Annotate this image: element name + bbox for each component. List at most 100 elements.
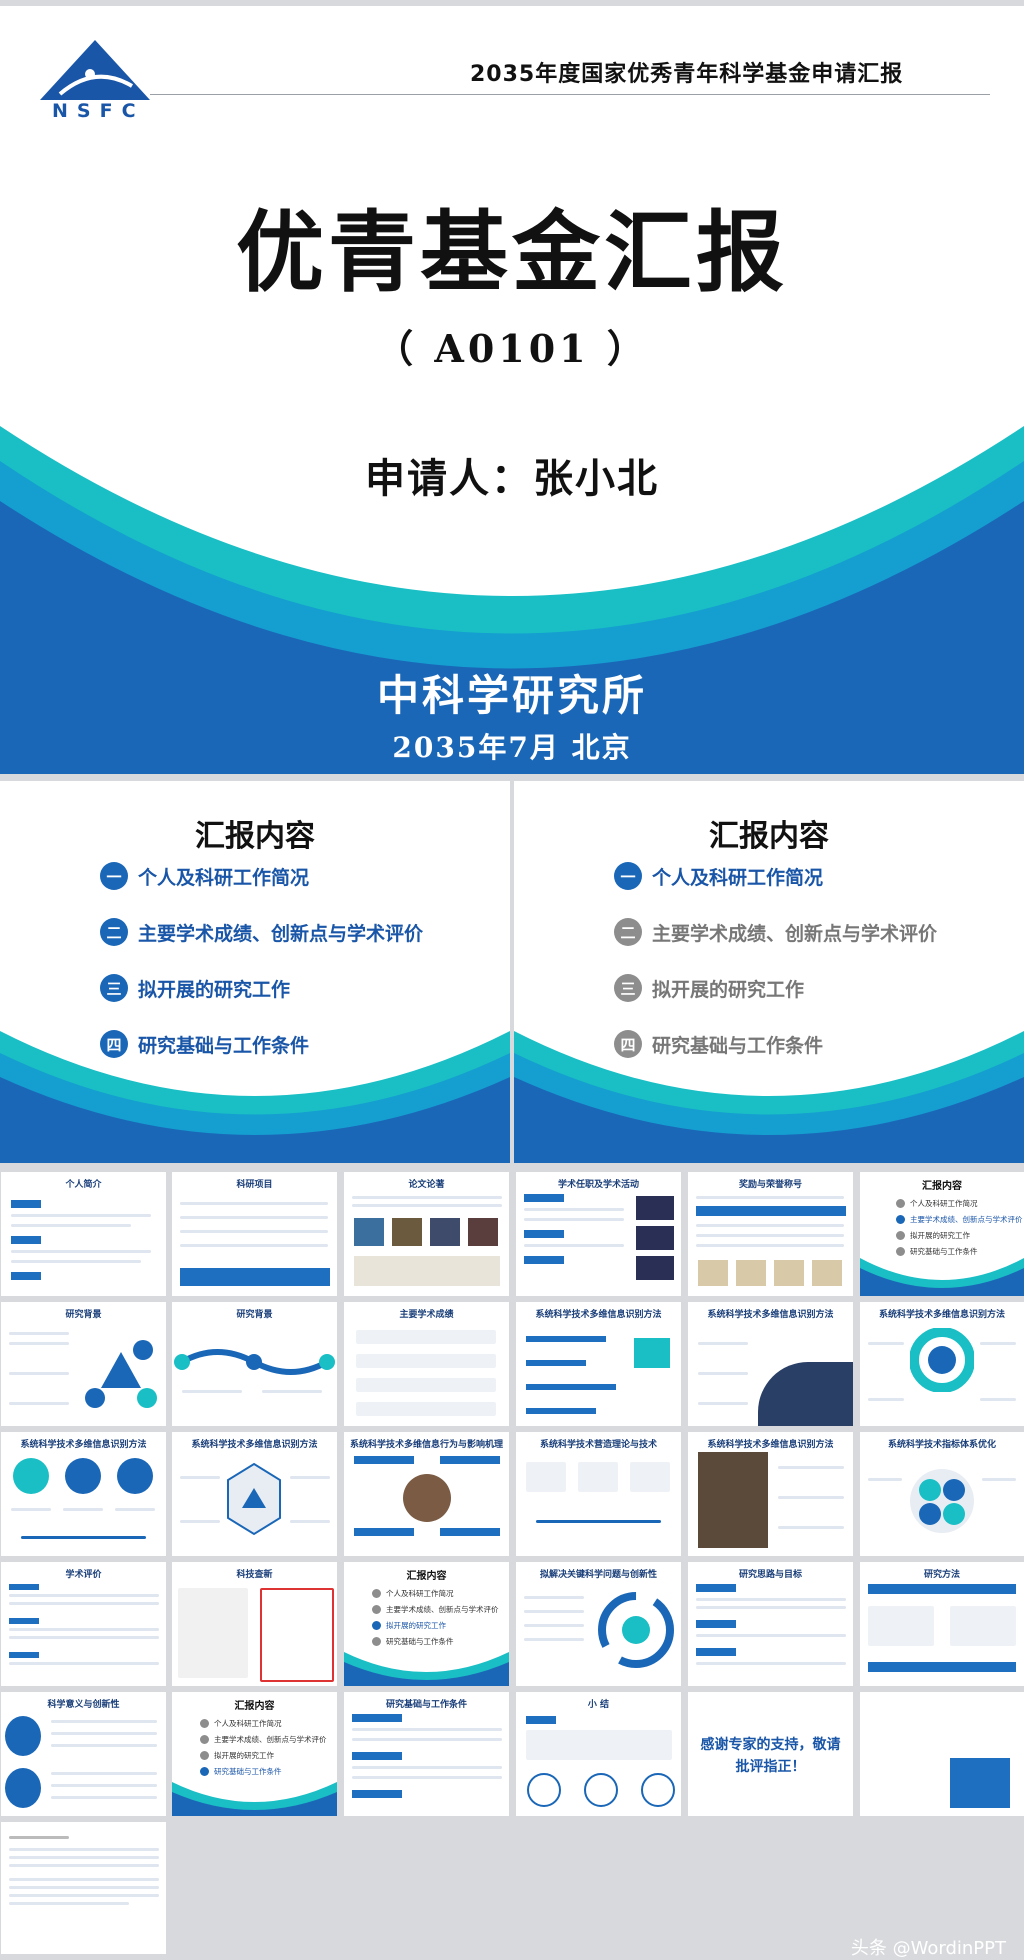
thumb-title: 汇报内容 [406, 1571, 447, 1582]
thumb-title: 主要学术成绩 [399, 1310, 454, 1320]
number-badge: 一 [100, 862, 128, 890]
logo-text: NSFC [52, 100, 145, 122]
number-badge: 二 [614, 918, 642, 946]
thumb-slide[interactable]: 学术任职及学术活动 [516, 1172, 681, 1296]
cover-background [0, 426, 1024, 774]
agenda-wave-2 [514, 1031, 1024, 1163]
thumb-slide[interactable]: 研究思路与目标 [688, 1562, 853, 1686]
thumb-title: 小 结 [587, 1700, 610, 1710]
agenda-slide-active: 汇报内容 一 个人及科研工作简况 二 主要学术成绩、创新点与学术评价 三 拟开展… [0, 781, 510, 1163]
thumb-slide[interactable]: 研究方法 [860, 1562, 1024, 1686]
thumb-title: 系统科学技术多维信息识别方法 [707, 1440, 834, 1450]
thumb-title: 研究基础与工作条件 [385, 1700, 467, 1710]
thumb-slide[interactable]: 系统科学技术多维信息识别方法 [688, 1302, 853, 1426]
thumb-title: 学术任职及学术活动 [557, 1180, 639, 1190]
thumb-slide[interactable]: 研究基础与工作条件 [344, 1692, 509, 1816]
agenda-item-label: 个人及科研工作简况 [138, 866, 310, 889]
thumb-title: 科技查新 [236, 1570, 273, 1580]
thumb-slide[interactable]: 系统科学技术多维信息识别方法 [172, 1432, 337, 1556]
thumb-slide[interactable]: 系统科学技术营造理论与技术 [516, 1432, 681, 1556]
agenda-item-label: 研究基础与工作条件 [652, 1034, 824, 1057]
number-badge: 三 [100, 974, 128, 1002]
agenda-item-1[interactable]: 一 个人及科研工作简况 [614, 861, 823, 891]
thumb-title: 系统科学技术多维信息识别方法 [707, 1310, 834, 1320]
thumb-slide[interactable]: 汇报内容 个人及科研工作简况 主要学术成绩、创新点与学术评价 拟开展的研究工作 … [172, 1692, 337, 1816]
thumb-title: 系统科学技术指标体系优化 [887, 1440, 996, 1450]
thumb-slide[interactable]: 论文论著 [344, 1172, 509, 1296]
thumb-slide[interactable]: 奖励与荣誉称号 [688, 1172, 853, 1296]
agenda-item-2[interactable]: 二 主要学术成绩、创新点与学术评价 [614, 917, 937, 947]
thumb-title: 系统科学技术营造理论与技术 [539, 1440, 657, 1450]
thumb-title: 系统科学技术多维信息识别方法 [191, 1440, 318, 1450]
thumb-title: 研究背景 [65, 1310, 102, 1320]
agenda-title: 汇报内容 [709, 819, 829, 854]
cover-date: 2035年7月 北京 [392, 731, 632, 764]
thumb-title: 科学意义与创新性 [47, 1700, 120, 1710]
thumb-slide[interactable]: 科学意义与创新性 [1, 1692, 166, 1816]
thumb-title: 科研项目 [236, 1180, 273, 1190]
thumb-slide-notes[interactable] [1, 1822, 166, 1954]
thumb-title: 汇报内容 [234, 1701, 275, 1712]
institute-name: 中科学研究所 [376, 671, 647, 720]
thumb-title: 研究背景 [236, 1310, 273, 1320]
thumb-slide[interactable]: 小 结 [516, 1692, 681, 1816]
agenda-item-label: 主要学术成绩、创新点与学术评价 [652, 922, 938, 945]
agenda-item-label: 研究基础与工作条件 [138, 1034, 310, 1057]
watermark: 头条 @WordinPPT [850, 1938, 1006, 1959]
thumb-slide[interactable]: 系统科学技术多维信息行为与影响机理 [344, 1432, 509, 1556]
cover-title: 优青基金汇报 [235, 200, 788, 304]
number-badge: 四 [614, 1030, 642, 1058]
thumb-slide[interactable]: 系统科学技术多维信息识别方法 [688, 1432, 853, 1556]
number-badge: 三 [614, 974, 642, 1002]
header-divider [150, 94, 990, 95]
thumb-title: 汇报内容 [922, 1181, 962, 1192]
thumb-slide[interactable]: 研究背景 [1, 1302, 166, 1426]
thumb-slide-thanks[interactable]: 感谢专家的支持，敬请批评指正！ [688, 1692, 853, 1816]
agenda-item-2[interactable]: 二 主要学术成绩、创新点与学术评价 [100, 917, 423, 947]
thumb-title: 系统科学技术多维信息行为与影响机理 [349, 1440, 503, 1450]
agenda-item-label: 主要学术成绩、创新点与学术评价 [138, 922, 424, 945]
agenda-title: 汇报内容 [195, 819, 315, 854]
agenda-wave-1 [0, 1031, 510, 1163]
thumb-slide[interactable]: 系统科学技术多维信息识别方法 [860, 1302, 1024, 1426]
cover-slide: NSFC 2035年度国家优秀青年科学基金申请汇报 优青基金汇报 （ A0101… [0, 6, 1024, 774]
thumb-title: 系统科学技术多维信息识别方法 [20, 1440, 147, 1450]
thumb-title: 系统科学技术多维信息识别方法 [535, 1310, 662, 1320]
thumb-title: 学术评价 [65, 1570, 102, 1580]
thumb-slide[interactable]: 学术评价 [1, 1562, 166, 1686]
number-badge: 一 [614, 862, 642, 890]
thumb-slide[interactable]: 汇报内容 个人及科研工作简况 主要学术成绩、创新点与学术评价 拟开展的研究工作 … [344, 1562, 509, 1686]
thumb-title: 奖励与荣誉称号 [738, 1180, 802, 1190]
thanks-text: 感谢专家的支持，敬请批评指正！ [700, 1737, 841, 1775]
thumb-slide[interactable] [860, 1692, 1024, 1816]
agenda-item-label: 个人及科研工作简况 [652, 866, 824, 889]
thumb-title: 系统科学技术多维信息识别方法 [878, 1310, 1005, 1320]
thumb-slide[interactable]: 拟解决关键科学问题与创新性 [516, 1562, 681, 1686]
thumb-slide[interactable]: 汇报内容 个人及科研工作简况 主要学术成绩、创新点与学术评价 拟开展的研究工作 … [860, 1172, 1024, 1296]
thumb-slide[interactable]: 系统科学技术多维信息识别方法 [1, 1432, 166, 1556]
number-badge: 四 [100, 1030, 128, 1058]
thumb-slide[interactable]: 主要学术成绩 [344, 1302, 509, 1426]
thumb-slide[interactable]: 研究背景 [172, 1302, 337, 1426]
thumb-slide[interactable]: 系统科学技术多维信息识别方法 [516, 1302, 681, 1426]
agenda-item-label: 拟开展的研究工作 [652, 978, 805, 1001]
thumb-slide[interactable]: 个人简介 [1, 1172, 166, 1296]
thumb-slide[interactable]: 科研项目 [172, 1172, 337, 1296]
thumb-title: 个人简介 [65, 1180, 102, 1190]
agenda-item-3[interactable]: 三 拟开展的研究工作 [614, 973, 804, 1003]
thumb-title: 论文论著 [408, 1180, 445, 1190]
cover-header: 2035年度国家优秀青年科学基金申请汇报 [470, 62, 904, 87]
thumb-title: 研究方法 [923, 1570, 960, 1580]
thumb-title: 研究思路与目标 [738, 1570, 802, 1580]
applicant-name: 申请人：张小北 [365, 455, 659, 502]
discipline-code: （ A0101 ） [375, 326, 649, 371]
agenda-item-3[interactable]: 三 拟开展的研究工作 [100, 973, 290, 1003]
agenda-item-4[interactable]: 四 研究基础与工作条件 [614, 1029, 823, 1059]
thumb-slide[interactable]: 科技查新 [172, 1562, 337, 1686]
agenda-slide-section-1: 汇报内容 一 个人及科研工作简况 二 主要学术成绩、创新点与学术评价 三 拟开展… [514, 781, 1024, 1163]
thumb-slide[interactable]: 系统科学技术指标体系优化 [860, 1432, 1024, 1556]
agenda-item-1[interactable]: 一 个人及科研工作简况 [100, 861, 309, 891]
thumb-title: 拟解决关键科学问题与创新性 [539, 1570, 657, 1580]
agenda-item-4[interactable]: 四 研究基础与工作条件 [100, 1029, 309, 1059]
number-badge: 二 [100, 918, 128, 946]
